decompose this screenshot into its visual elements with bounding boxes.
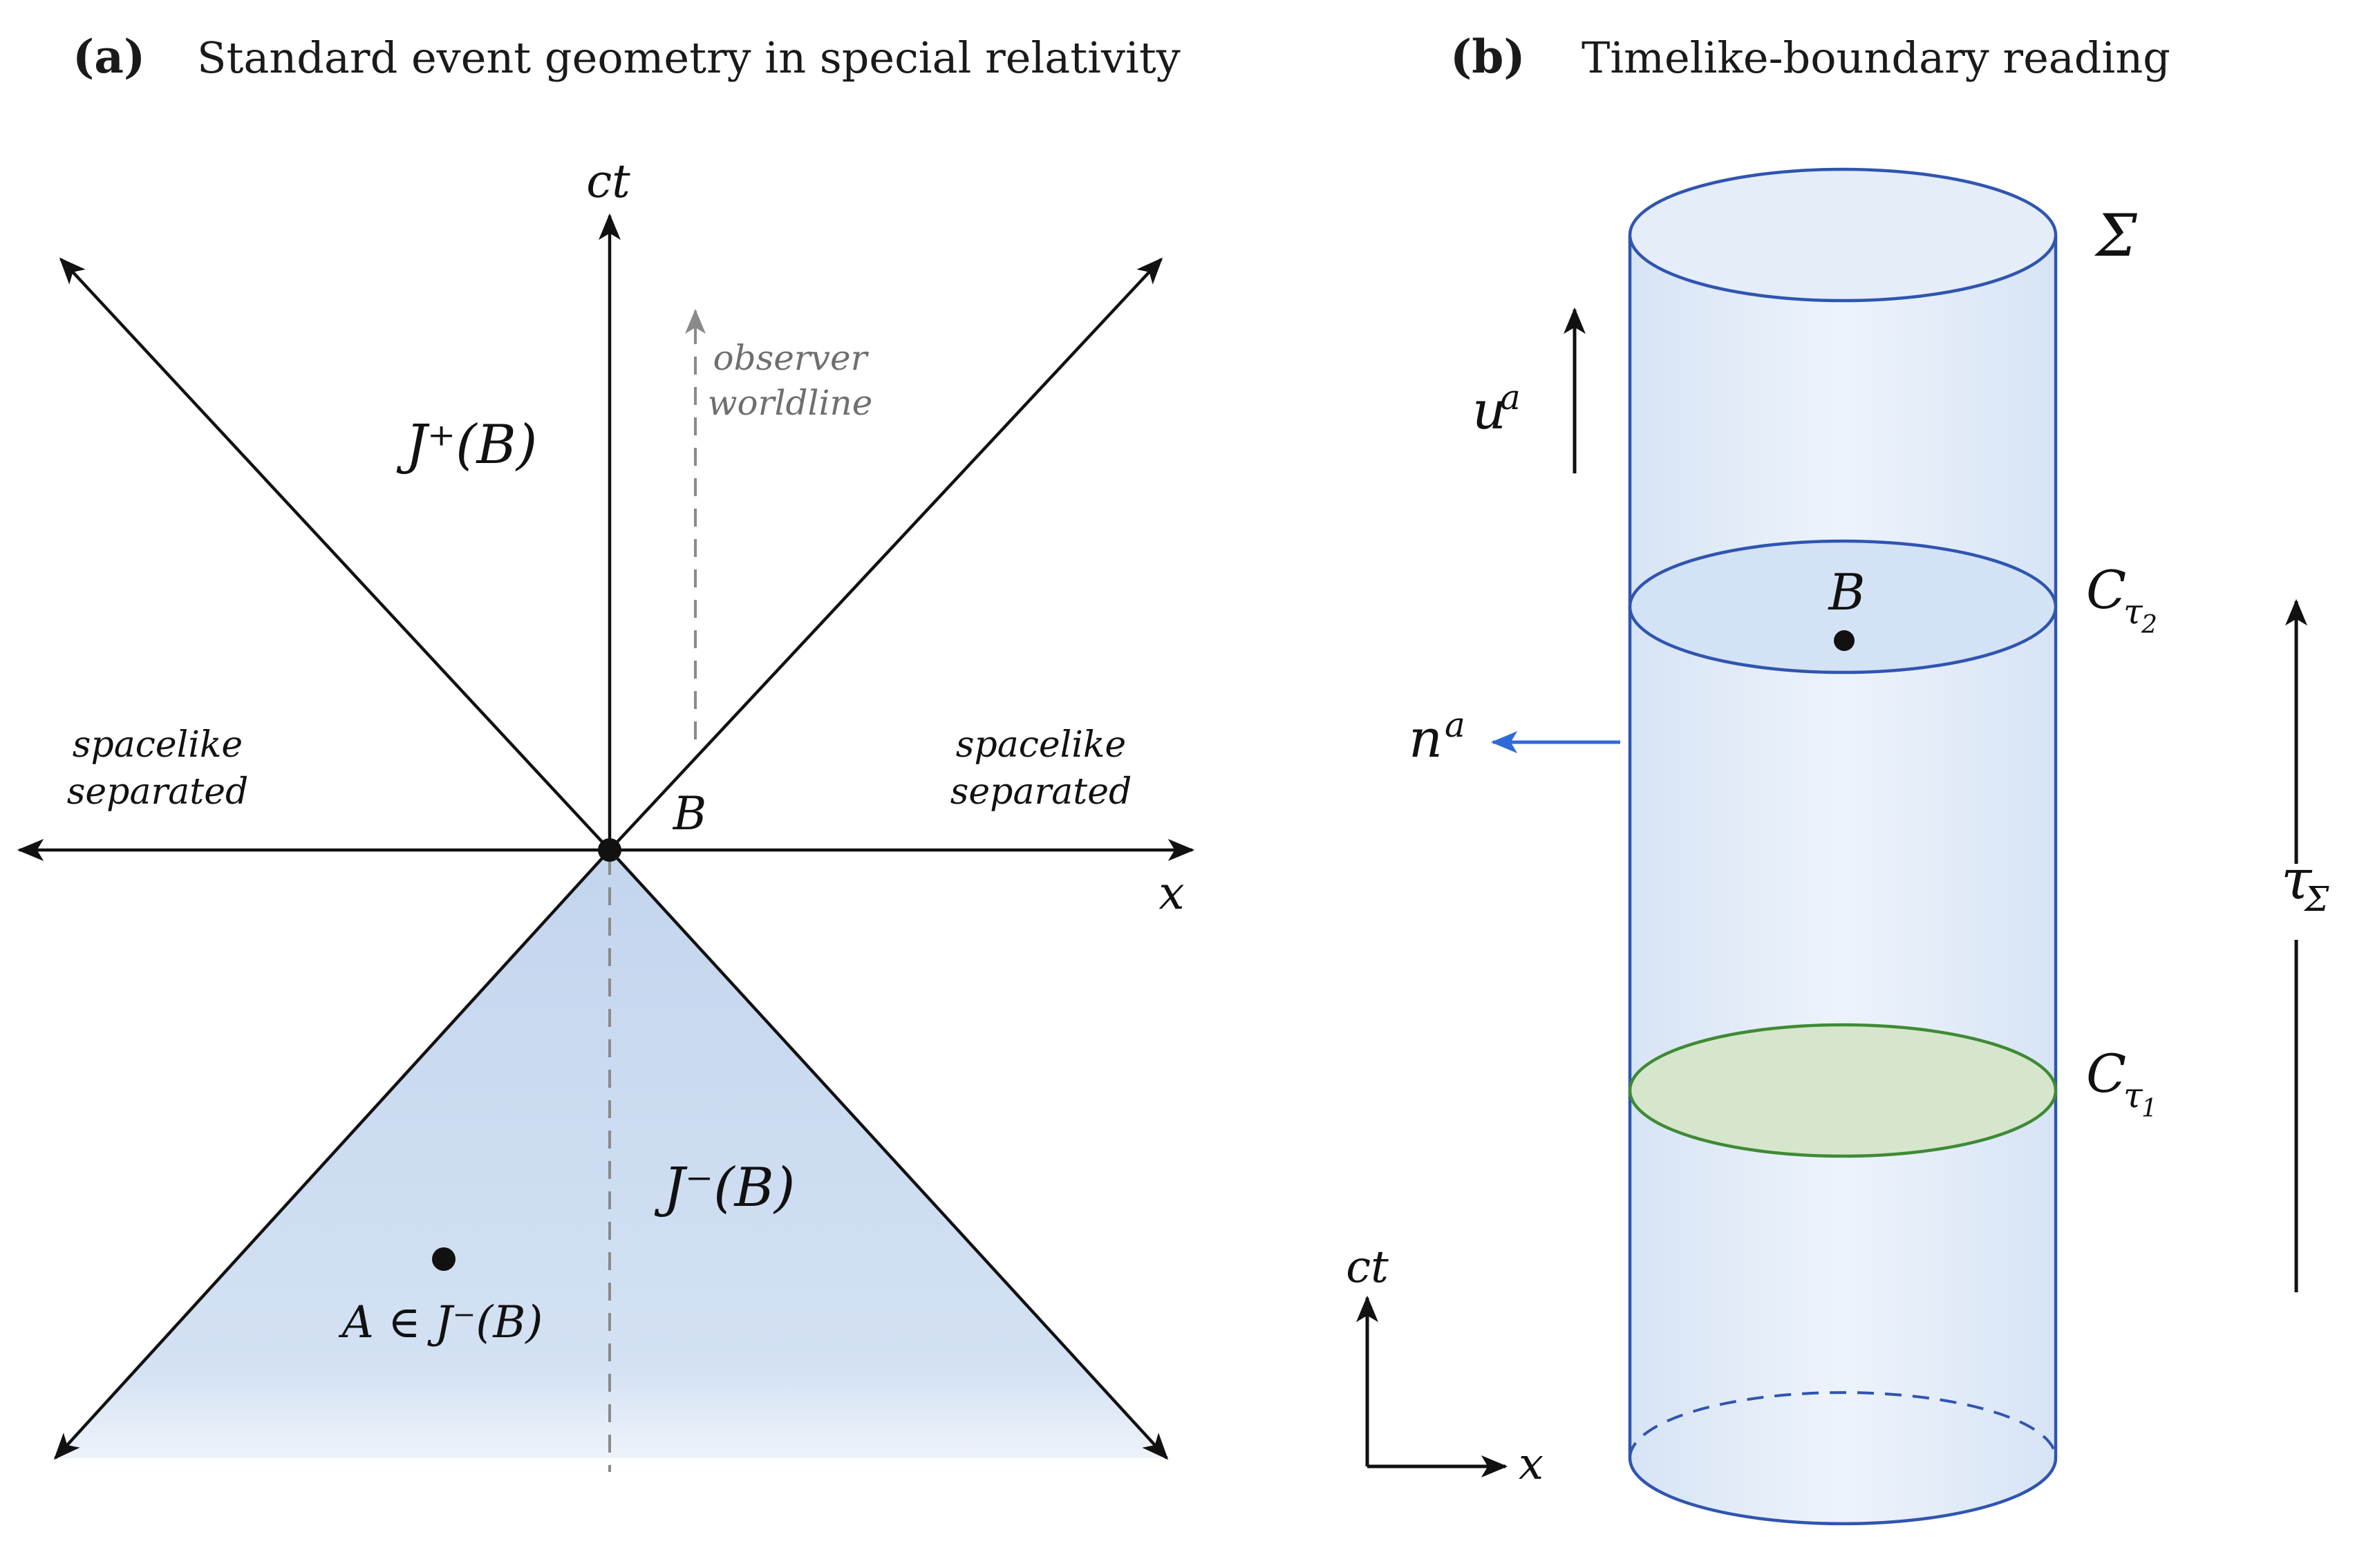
event-b-label-b: B bbox=[1828, 563, 1866, 621]
light-cone-lower-left bbox=[53, 849, 611, 1460]
ct-axis-label: ct bbox=[586, 155, 630, 208]
n-label-base: n bbox=[1409, 708, 1443, 769]
past-cone-label: J⁻(B) bbox=[654, 1157, 796, 1219]
light-cone-upper-left bbox=[59, 257, 611, 851]
panel-a: (a) Standard event geometry in special r… bbox=[17, 30, 1195, 1472]
spacelike-right-line2: separated bbox=[950, 771, 1132, 813]
spacelike-right-line1: spacelike bbox=[956, 724, 1126, 766]
c-tau1-label-base: C bbox=[2086, 1043, 2126, 1104]
n-label-sup: a bbox=[1445, 705, 1465, 745]
spacelike-left-line2: separated bbox=[67, 771, 249, 813]
future-cone-label: J⁺(B) bbox=[396, 414, 538, 476]
spacelike-left-line1: spacelike bbox=[73, 724, 243, 766]
c-tau2-label-base: C bbox=[2086, 559, 2126, 621]
panel-a-title: Standard event geometry in special relat… bbox=[197, 32, 1181, 83]
timelike-boundary-surface bbox=[1630, 169, 2056, 1524]
panel-b-tag: (b) bbox=[1450, 30, 1526, 84]
slice-c-tau2 bbox=[1628, 539, 2058, 674]
panel-a-tag: (a) bbox=[73, 30, 145, 84]
cylinder-bottom-back bbox=[1629, 1391, 2057, 1459]
cylinder-bottom-front bbox=[1628, 1457, 2058, 1526]
event-b-label: B bbox=[673, 787, 707, 840]
past-light-cone-region bbox=[55, 850, 1167, 1458]
panel-b: (b) Timelike-boundary reading B Σ u a n … bbox=[1346, 30, 2329, 1526]
point-a-label: A ∈ J⁻(B) bbox=[339, 1297, 543, 1348]
c-tau2-label-subsub: 2 bbox=[2141, 611, 2157, 639]
c-tau1-label-sub: τ bbox=[2123, 1075, 2143, 1115]
light-cone-lower-right bbox=[608, 849, 1169, 1460]
light-cone-upper-right bbox=[608, 257, 1163, 851]
u-label-sup: a bbox=[1500, 377, 1521, 417]
slice-c-tau1 bbox=[1628, 1023, 2058, 1158]
small-x-label: x bbox=[1519, 1439, 1544, 1490]
x-axis-label: x bbox=[1158, 867, 1184, 920]
event-b-point bbox=[598, 838, 621, 862]
tau-sigma-label-base: τ bbox=[2281, 847, 2313, 911]
tau-sigma-label-sub: Σ bbox=[2303, 879, 2329, 919]
event-a-point bbox=[432, 1247, 456, 1271]
worldline-label-line1: observer bbox=[713, 338, 870, 378]
c-tau2-label-sub: τ bbox=[2123, 592, 2143, 632]
worldline-label-line2: worldline bbox=[708, 383, 873, 423]
cylinder-top-ellipse bbox=[1628, 167, 2058, 303]
small-ct-label: ct bbox=[1346, 1242, 1389, 1293]
event-b-point-b bbox=[1834, 630, 1855, 651]
c-tau1-label-subsub: 1 bbox=[2141, 1095, 2157, 1123]
sigma-label: Σ bbox=[2094, 202, 2137, 270]
panel-b-title: Timelike-boundary reading bbox=[1582, 32, 2170, 83]
u-label-base: u bbox=[1472, 379, 1506, 441]
